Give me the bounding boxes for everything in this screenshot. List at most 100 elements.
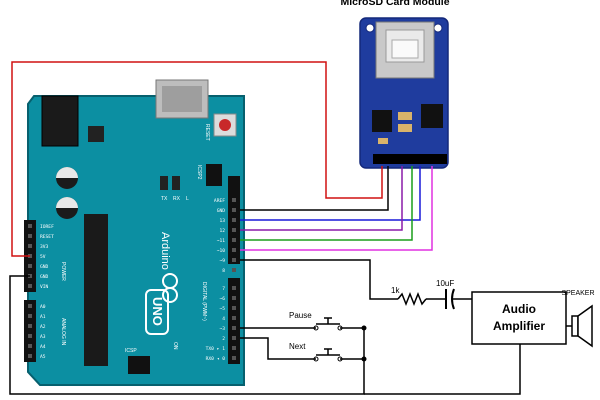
switch-terminal <box>313 356 319 362</box>
pin-label: 2 <box>222 336 225 342</box>
pin-hole <box>232 258 236 262</box>
pin-label: A4 <box>40 344 46 350</box>
pin-hole <box>232 238 236 242</box>
pin-labels: IOREFRESET3V35VGNDGNDVINA0A1A2A3A4A5AREF… <box>40 198 225 362</box>
rx-led <box>172 176 180 190</box>
uno-model: UNO <box>150 297 165 326</box>
pin-label: 4 <box>222 316 225 322</box>
wire-pin9 <box>240 259 395 300</box>
usb-connector-inner <box>162 86 202 112</box>
wire-amp-ground <box>364 344 521 395</box>
uno-badge <box>145 289 169 335</box>
pin-hole <box>28 324 32 328</box>
arduino-brand: Arduino <box>159 232 171 270</box>
resistor-label: 1k <box>391 286 400 295</box>
pin-label: TX0 ▸ 1 <box>206 346 226 352</box>
pin-label: A1 <box>40 314 46 320</box>
pin-hole <box>232 268 236 272</box>
analog-label: ANALOG IN <box>60 318 66 346</box>
pin-label: RX0 ◂ 0 <box>206 356 226 362</box>
pin-hole <box>28 244 32 248</box>
arduino-board <box>27 95 245 386</box>
voltage-regulator <box>88 126 104 142</box>
pin-hole <box>28 284 32 288</box>
pin-label: GND <box>217 208 226 214</box>
digital-label: DIGITAL (PWM~) <box>201 282 207 321</box>
arduino-logo-right <box>162 273 178 289</box>
pin-label: VIN <box>40 284 49 290</box>
pin-label: 3V3 <box>40 244 49 250</box>
pin-hole <box>232 228 236 232</box>
pin-hole <box>232 326 236 330</box>
pin-hole <box>232 346 236 350</box>
pin-hole <box>232 336 236 340</box>
pin-hole <box>232 316 236 320</box>
mounting-hole <box>433 23 443 33</box>
pin-label: ~11 <box>217 238 226 244</box>
microsd-card-module <box>359 17 449 169</box>
amplifier-label-line1: Audio <box>502 302 536 316</box>
pin-hole <box>232 306 236 310</box>
switch-terminal <box>337 356 343 362</box>
wires <box>9 61 572 395</box>
sd-module-title: MicroSD Card Module <box>340 0 449 8</box>
pin-hole <box>28 334 32 338</box>
pin-label: RESET <box>40 234 54 240</box>
pin-hole <box>232 218 236 222</box>
pin-label: ~10 <box>217 248 226 254</box>
wire-gnd-sd <box>240 166 389 211</box>
icsp-header <box>128 356 150 374</box>
sd-card <box>391 39 419 59</box>
speaker-magnet <box>571 315 579 337</box>
pin-label: 8 <box>222 268 225 274</box>
pin-label: 7 <box>222 286 225 292</box>
tx-led-label: TX <box>161 196 168 202</box>
pin-hole <box>232 198 236 202</box>
atmega-chip <box>84 214 108 366</box>
junction-dot <box>361 325 367 331</box>
arduino-uno-board: RESET ICSP2 TX RX L Arduino UNO ICSP ON … <box>24 79 245 386</box>
smd-component <box>398 112 412 120</box>
icsp2-label: ICSP2 <box>196 165 202 180</box>
power-jack <box>41 95 79 147</box>
amplifier-label-line2: Amplifier <box>493 319 545 333</box>
speaker-icon <box>577 304 593 348</box>
pin-hole <box>28 264 32 268</box>
pin-label: 5V <box>40 254 46 260</box>
reset-label: RESET <box>204 124 210 141</box>
pin-hole <box>28 304 32 308</box>
pin-label: IOREF <box>40 224 54 230</box>
pin-label: 12 <box>219 228 225 234</box>
pin-label: ~9 <box>219 258 225 264</box>
audio-amplifier-box <box>471 291 567 345</box>
wire-pin11 <box>240 166 413 241</box>
wire-pin12 <box>240 166 403 231</box>
analog-header <box>24 300 36 362</box>
icsp2-header <box>206 164 222 186</box>
on-label: ON <box>172 342 178 350</box>
switch-terminal <box>313 325 319 331</box>
level-shifter-chip <box>421 104 443 128</box>
pin-label: A3 <box>40 334 46 340</box>
pin-label: 13 <box>219 218 225 224</box>
regulator-chip <box>372 110 392 132</box>
tx-led <box>160 176 168 190</box>
sd-pin-header <box>373 154 447 164</box>
pin-hole <box>232 356 236 360</box>
smd-component <box>398 124 412 132</box>
capacitor-1-top <box>56 167 78 178</box>
wire-pin10 <box>240 166 433 251</box>
pin-hole <box>28 344 32 348</box>
pin-label: A0 <box>40 304 46 310</box>
pin-label: A5 <box>40 354 46 360</box>
switch-terminal <box>337 325 343 331</box>
resistor-1k <box>397 291 427 307</box>
pin-label: ~3 <box>219 326 225 332</box>
pin-label: ~6 <box>219 296 225 302</box>
wire-5v <box>11 61 383 257</box>
l-led-label: L <box>186 196 189 202</box>
digital-header-bottom <box>228 278 240 364</box>
pin-label: A2 <box>40 324 46 330</box>
pin-label: GND <box>40 274 49 280</box>
